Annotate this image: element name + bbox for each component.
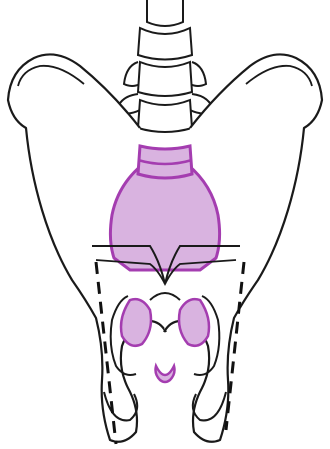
coccyx	[156, 366, 175, 382]
lumbar-spine	[116, 0, 214, 132]
vertebra-body-2	[138, 62, 192, 96]
right-obturator-foramen	[179, 299, 209, 346]
left-obturator-foramen	[121, 299, 151, 346]
vertebra-body-1	[138, 28, 192, 60]
sacrum	[110, 165, 219, 270]
vertebra-process-left-1	[124, 62, 140, 86]
vertebra-top	[147, 0, 183, 26]
vertebra-process-right-1	[190, 62, 206, 86]
vertebra-body-3	[138, 100, 192, 132]
